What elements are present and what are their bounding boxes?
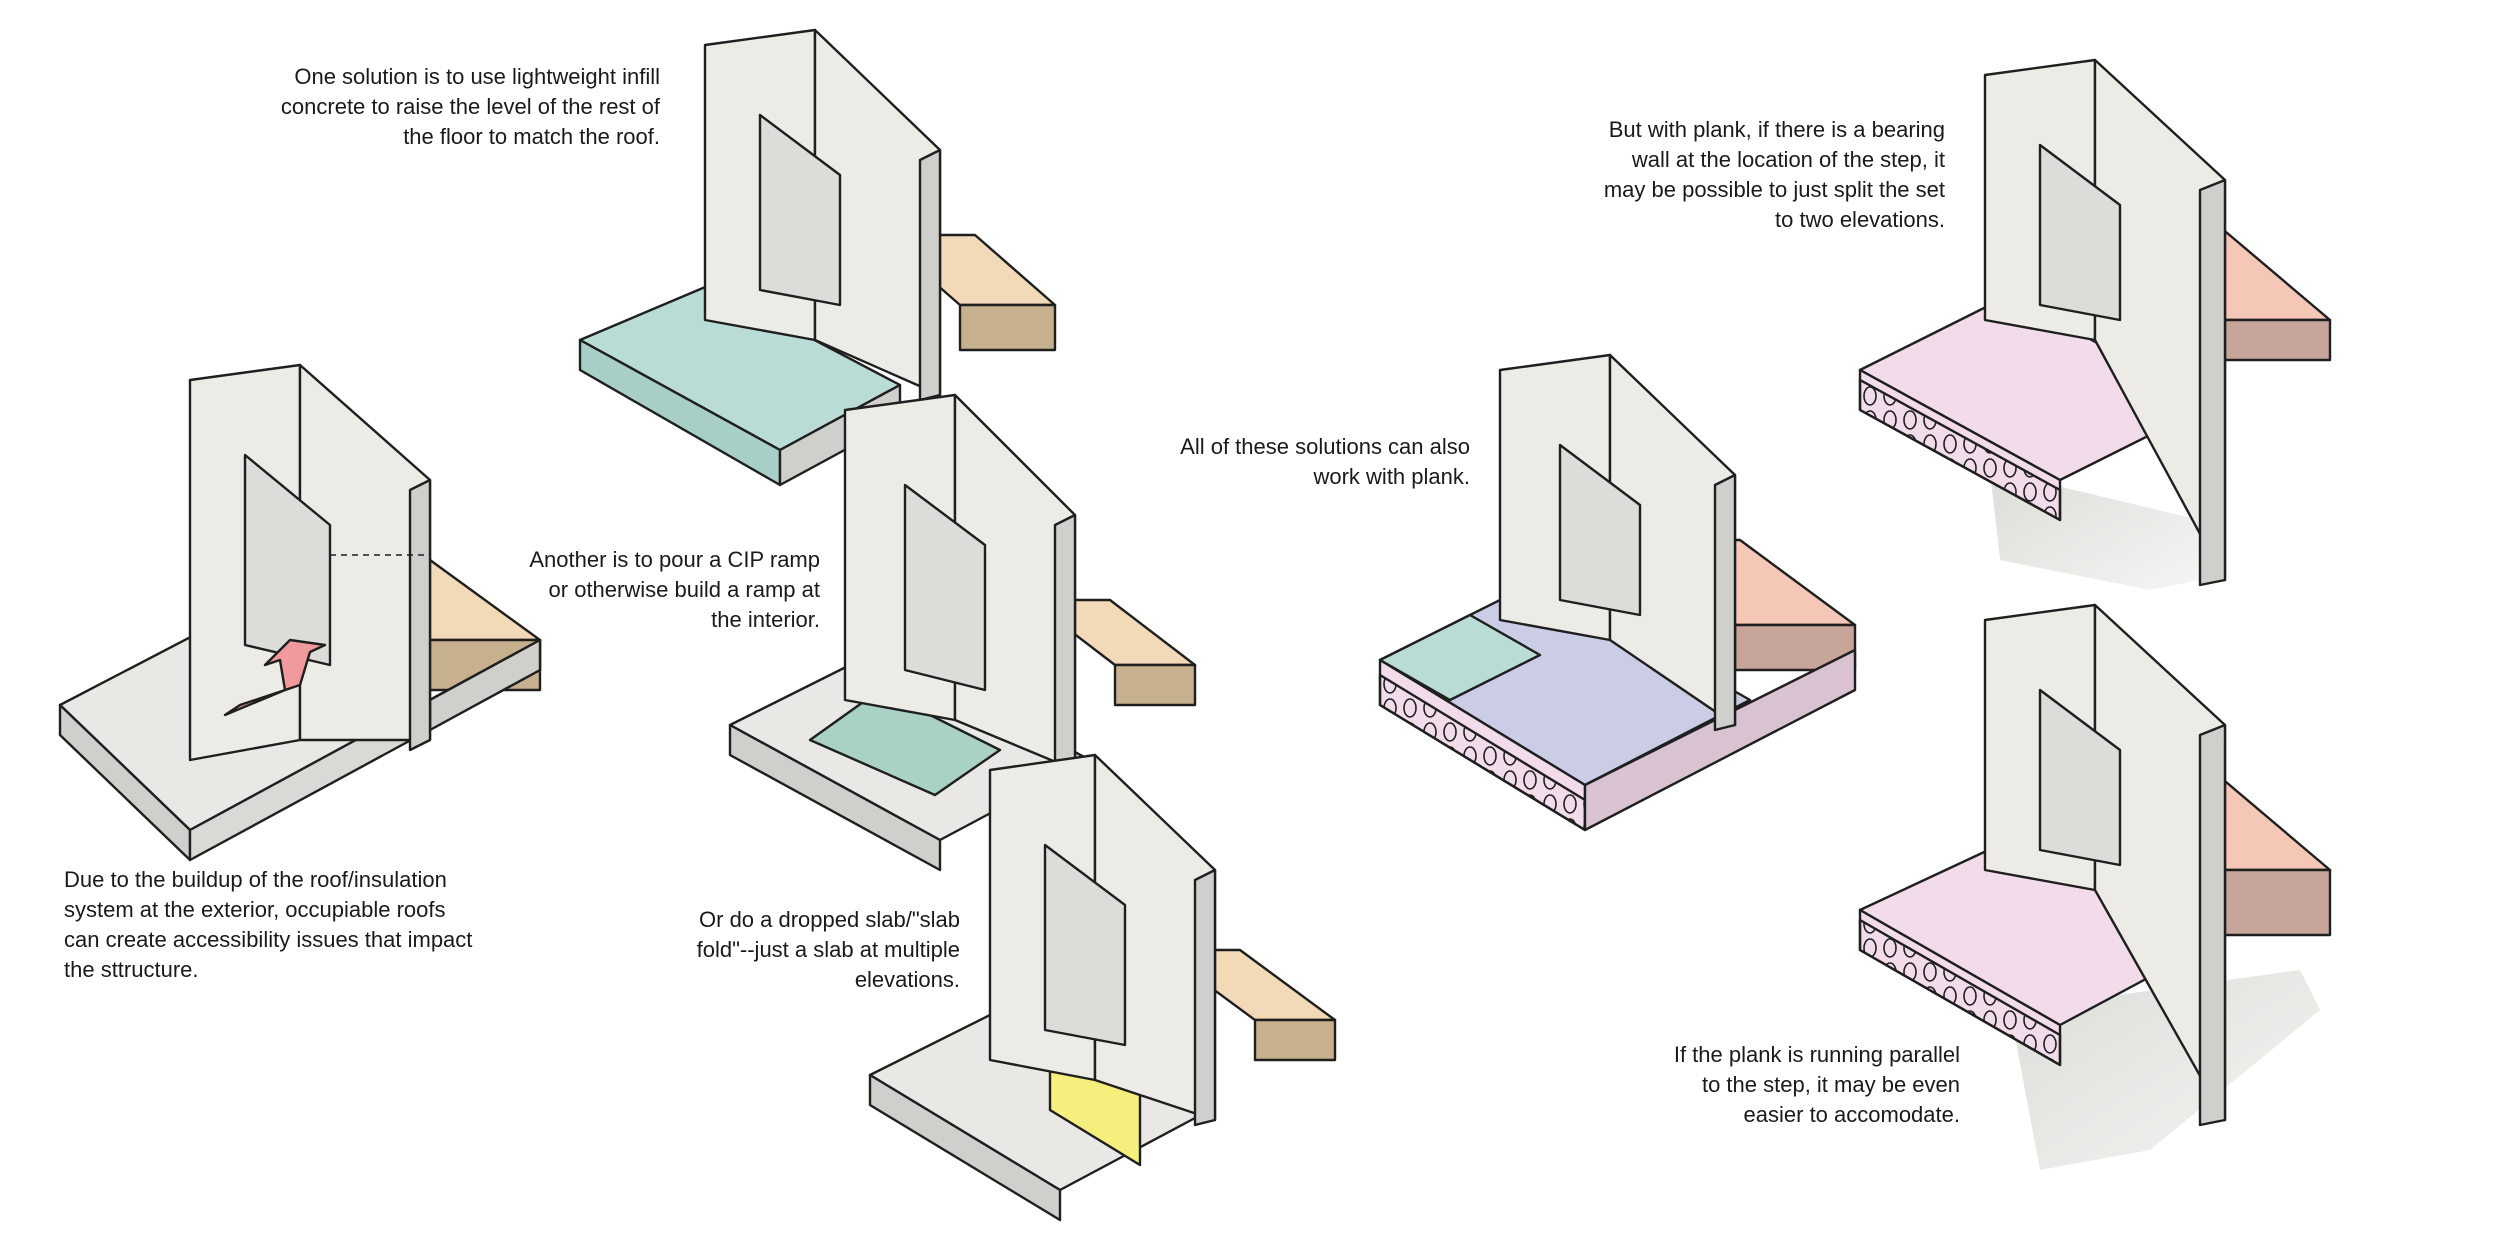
- diagram-dropped-slab: [868, 753, 1337, 1222]
- wall-side: [1713, 473, 1737, 732]
- wall-opening: [1043, 843, 1127, 1047]
- plank-cores: [1858, 918, 2062, 1067]
- slab-front: [868, 1073, 1062, 1222]
- wall-opening: [243, 453, 332, 667]
- roof-insulation-side: [1253, 1018, 1337, 1062]
- wall-side: [408, 478, 432, 752]
- arrow-step: [223, 638, 327, 717]
- wall-opening: [903, 483, 987, 692]
- diagram-existing-step: [58, 363, 542, 862]
- ramp-top: [808, 688, 1002, 797]
- diagram-plank-bearing: [1858, 58, 2332, 590]
- diagram-plank-all: [1378, 353, 1857, 832]
- wall-side: [2198, 723, 2227, 1127]
- roof-insulation-side: [1113, 663, 1197, 707]
- plank-cores: [1858, 378, 2062, 522]
- diagram-infill: [578, 28, 1057, 487]
- wall-side: [1053, 513, 1077, 777]
- shadow: [2010, 970, 2320, 1170]
- wall-opening: [2038, 143, 2122, 322]
- slab-front: [728, 723, 942, 872]
- wall-opening: [1558, 443, 1642, 617]
- plank-side: [1583, 648, 1857, 832]
- caption-infill: One solution is to use lightweight infil…: [280, 64, 660, 149]
- caption-plank-bearing: But with plank, if there is a bearing wa…: [1603, 117, 1945, 232]
- wall-side: [2198, 178, 2227, 587]
- infill-top: [1378, 613, 1542, 702]
- caption-plank-parallel: If the plank is running parallel to the …: [1673, 1042, 1960, 1127]
- caption-ramp: Another is to pour a CIP ramp or otherwi…: [529, 547, 820, 632]
- roof-insulation-side: [2208, 318, 2332, 362]
- wall-side: [918, 148, 942, 402]
- caption-plank-all: All of these solutions can also work wit…: [1180, 434, 1470, 489]
- wall-opening: [2038, 688, 2122, 867]
- wall-opening: [758, 113, 842, 307]
- roof-insulation-side: [958, 303, 1057, 352]
- caption-dropped-slab: Or do a dropped slab/"slab fold"--just a…: [696, 907, 960, 992]
- roof-insulation-side: [2208, 868, 2332, 937]
- caption-buildup: Due to the buildup of the roof/insulatio…: [64, 867, 473, 982]
- diagram-plank-parallel: [1858, 603, 2332, 1170]
- wall-side: [1193, 868, 1217, 1127]
